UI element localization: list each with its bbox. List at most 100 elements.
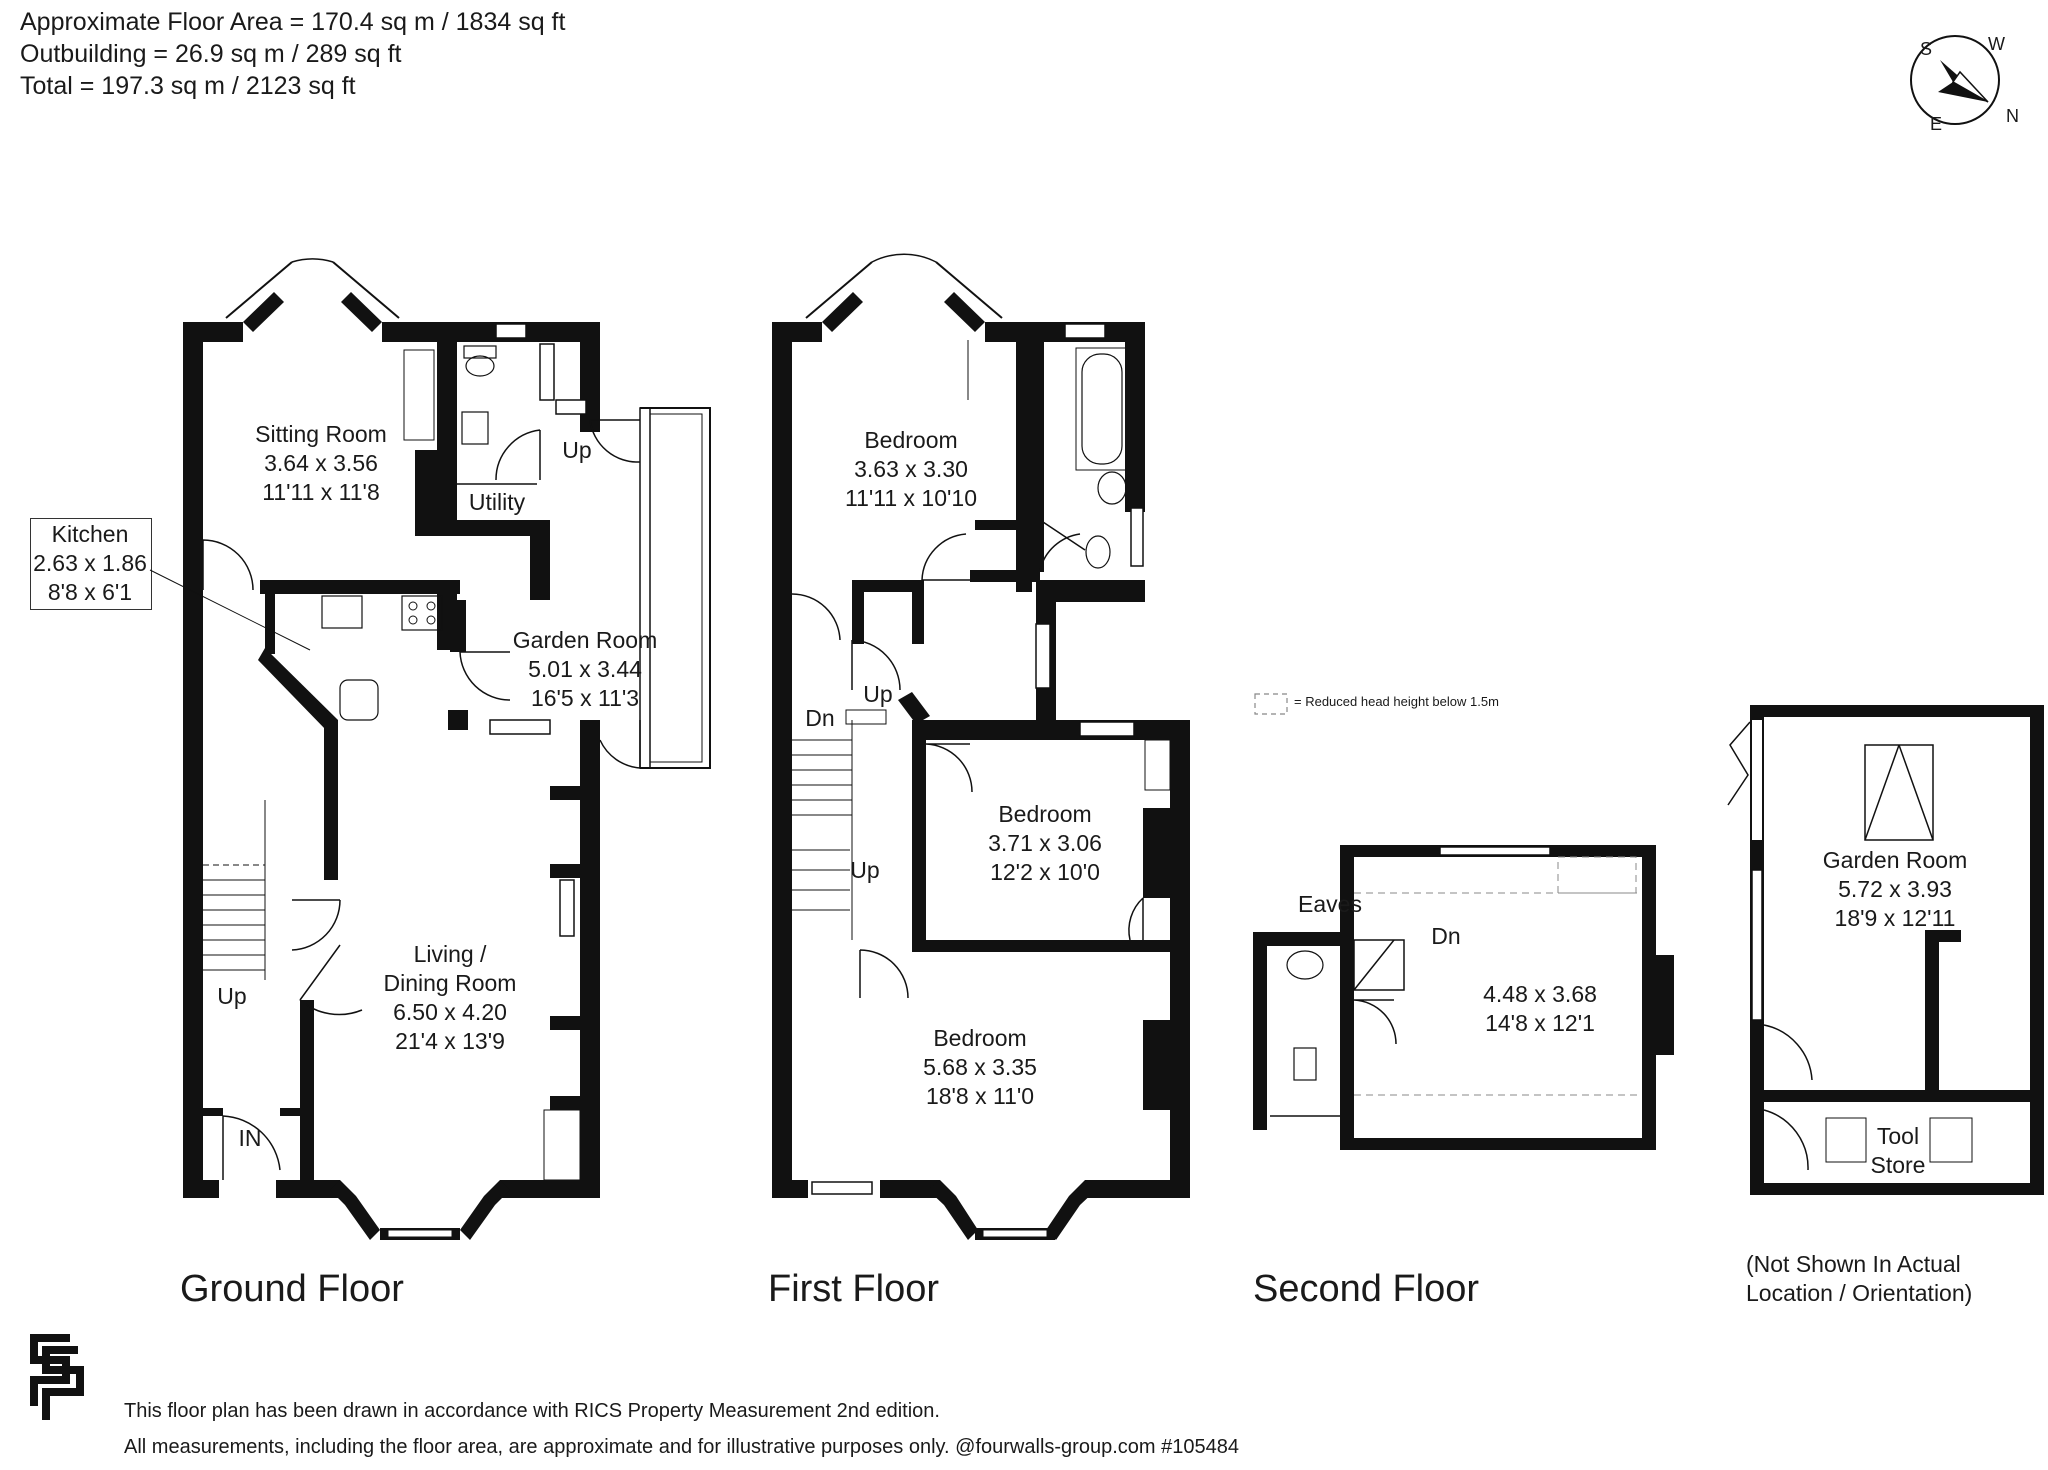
bay-wall: [1046, 1180, 1096, 1240]
wall: [382, 322, 600, 342]
wall: [550, 864, 580, 878]
wall: [258, 648, 338, 730]
room-imperial: 14'8 x 12'1: [1485, 1010, 1595, 1036]
compass-e-label: E: [1930, 114, 1943, 134]
note-line: (Not Shown In Actual: [1746, 1251, 1961, 1277]
wall: [550, 1016, 580, 1030]
wall: [280, 1108, 300, 1116]
wall: [260, 580, 460, 594]
room-name: Tool: [1876, 1123, 1920, 1149]
bay-wall: [928, 1180, 978, 1240]
footer-disclaimer-2: All measurements, including the floor ar…: [124, 1436, 1239, 1458]
wall: [203, 1108, 223, 1116]
room-imperial: 11'11 x 11'8: [262, 479, 380, 505]
room-imperial: 8'8 x 6'1: [47, 579, 133, 605]
garden-room-outbuilding-label: Garden Room 5.72 x 3.93 18'9 x 12'11: [1810, 846, 1980, 933]
compass-s-label: S: [1920, 39, 1933, 59]
bedroom-1-label: Bedroom 3.63 x 3.30 11'11 x 10'10: [826, 426, 996, 513]
wall: [1036, 580, 1145, 602]
room-metric: 5.01 x 3.44: [528, 656, 642, 682]
room-name: Bedroom: [933, 1025, 1027, 1051]
bedroom-3-label: Bedroom 5.68 x 3.35 18'8 x 11'0: [895, 1024, 1065, 1111]
room-name: Living /: [413, 941, 487, 967]
bay-wall: [341, 292, 382, 332]
room-name: Garden Room: [1822, 847, 1968, 873]
wall: [437, 520, 537, 536]
wall: [1750, 705, 2044, 717]
compass-w-label: W: [1988, 34, 2005, 54]
compass-n-label: N: [2006, 106, 2019, 126]
legend-swatch: [1254, 693, 1288, 715]
wall: [1750, 1090, 2044, 1102]
bay-wall: [944, 292, 985, 332]
wall: [1125, 322, 1145, 512]
eaves-label: Eaves: [1298, 891, 1362, 917]
wall: [415, 450, 437, 536]
tool-store-label: Tool Store: [1866, 1122, 1930, 1180]
wall: [265, 594, 275, 654]
wall: [1925, 930, 1939, 1095]
room-name-2: Dining Room: [383, 970, 517, 996]
outbuilding-plan: [1727, 705, 2044, 1195]
ground-floor-title: Ground Floor: [180, 1268, 404, 1310]
wall: [970, 570, 1040, 582]
down-label: Dn: [805, 705, 835, 731]
room-imperial: 16'5 x 11'3: [530, 685, 640, 711]
room-metric: 2.63 x 1.86: [33, 550, 147, 576]
wall: [1143, 808, 1170, 898]
first-floor-plan: [772, 253, 1190, 1240]
room-name: Kitchen: [51, 521, 129, 547]
footer-disclaimer-1: This floor plan has been drawn in accord…: [124, 1400, 940, 1422]
wall: [1143, 1020, 1170, 1110]
wall: [1170, 720, 1190, 1197]
outbuilding-note: (Not Shown In Actual Location / Orientat…: [1746, 1250, 1972, 1308]
wall: [550, 1096, 580, 1110]
wall: [852, 580, 922, 592]
room-name: Sitting Room: [255, 421, 387, 447]
wall: [450, 600, 466, 652]
garden-room-ground-label: Garden Room 5.01 x 3.44 16'5 x 11'3: [495, 626, 675, 713]
up-label: Up: [217, 983, 247, 1009]
wall: [880, 1180, 940, 1198]
wall: [1030, 322, 1044, 572]
room-metric: 5.68 x 3.35: [923, 1054, 1037, 1080]
ground-floor-plan: [183, 258, 711, 1240]
down-label: Dn: [1431, 923, 1461, 949]
second-floor-title: Second Floor: [1253, 1268, 1480, 1310]
wall: [1016, 322, 1032, 592]
up-label: Up: [863, 681, 893, 707]
wall: [1642, 955, 1674, 1055]
room-imperial: 18'8 x 11'0: [925, 1083, 1035, 1109]
wall: [580, 322, 600, 432]
floor-area-text: Approximate Floor Area = 170.4 sq m / 18…: [20, 8, 566, 36]
wall: [183, 322, 243, 342]
total-area-text: Total = 197.3 sq m / 2123 sq ft: [20, 72, 356, 100]
kitchen-callout-box: [30, 518, 152, 610]
wall: [772, 1180, 808, 1198]
bay-wall: [330, 1180, 380, 1240]
wall: [448, 710, 468, 730]
room-imperial: 12'2 x 10'0: [990, 859, 1100, 885]
note-line: Location / Orientation): [1746, 1280, 1973, 1306]
wall: [437, 322, 457, 522]
wall: [912, 940, 1170, 952]
room-metric: 3.71 x 3.06: [988, 830, 1102, 856]
bay-wall: [243, 292, 284, 332]
wall: [1340, 1138, 1656, 1150]
legend-text: = Reduced head height below 1.5m: [1294, 694, 1499, 709]
up-label: Up: [562, 437, 592, 463]
second-floor-plan: [1253, 845, 1674, 1150]
second-floor-room-label: 4.48 x 3.68 14'8 x 12'1: [1460, 980, 1620, 1038]
compass-icon: [1910, 35, 2000, 125]
room-metric: 3.63 x 3.30: [854, 456, 968, 482]
room-imperial: 21'4 x 13'9: [395, 1028, 505, 1054]
sitting-room-label: Sitting Room 3.64 x 3.56 11'11 x 11'8: [236, 420, 406, 507]
wall: [772, 322, 822, 342]
wall: [1750, 1183, 2044, 1195]
outbuilding-area-text: Outbuilding = 26.9 sq m / 289 sq ft: [20, 40, 402, 68]
wall: [1085, 1180, 1190, 1198]
room-name: Bedroom: [864, 427, 958, 453]
wall: [1253, 932, 1267, 1130]
wall: [2030, 705, 2044, 1195]
